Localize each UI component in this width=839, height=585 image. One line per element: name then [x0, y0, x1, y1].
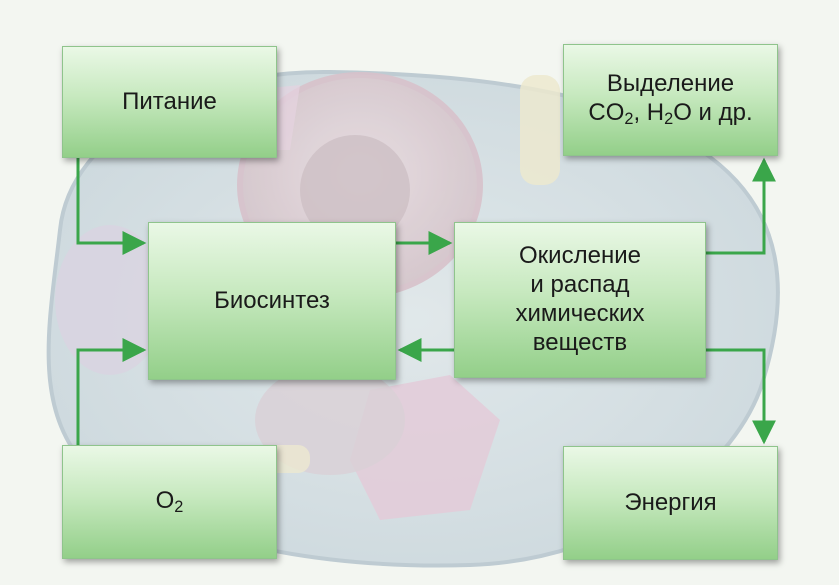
node-o2-subscript: 2 — [174, 497, 184, 516]
node-okislenie-label: Окисление и распад химических веществ — [515, 242, 644, 357]
node-okislenie-line3: химических — [515, 300, 645, 327]
node-energiya: Энергия — [563, 446, 778, 560]
node-vydelenie-h-subscript: 2 — [664, 110, 674, 129]
nucleolus-shape — [300, 135, 410, 245]
vacuole-shape — [55, 225, 165, 375]
node-vydelenie: Выделение CO2, H2O и др. — [563, 44, 778, 156]
node-pitanie: Питание — [62, 46, 277, 158]
arrow-okislenie-to-vydelenie — [706, 157, 776, 255]
node-energiya-label: Энергия — [624, 488, 717, 516]
node-o2: O2 — [62, 445, 277, 559]
arrow-okislenie-to-energiya — [706, 348, 776, 445]
node-biosintez: Биосинтез — [148, 222, 396, 380]
node-o2-symbol: O — [155, 486, 175, 514]
node-okislenie-line4: веществ — [532, 328, 628, 356]
node-vydelenie-h: , H — [633, 99, 665, 127]
node-okislenie-line1: Окисление — [519, 242, 641, 270]
organelle-shape-yellow — [520, 75, 560, 185]
node-o2-label: O2 — [156, 487, 184, 518]
node-vydelenie-co: CO — [588, 99, 625, 127]
node-vydelenie-co-subscript: 2 — [624, 110, 634, 129]
node-okislenie-line2: и распад — [530, 271, 630, 299]
node-vydelenie-label: Выделение CO2, H2O и др. — [588, 70, 752, 129]
node-okislenie: Окисление и распад химических веществ — [454, 222, 706, 378]
node-pitanie-label: Питание — [122, 87, 217, 115]
node-vydelenie-suffix: O и др. — [673, 99, 753, 127]
arrow-o2-to-biosintez — [76, 338, 147, 445]
node-biosintez-label: Биосинтез — [214, 286, 330, 314]
node-vydelenie-line1: Выделение — [606, 70, 735, 98]
arrow-pitanie-to-biosintez — [76, 158, 147, 255]
